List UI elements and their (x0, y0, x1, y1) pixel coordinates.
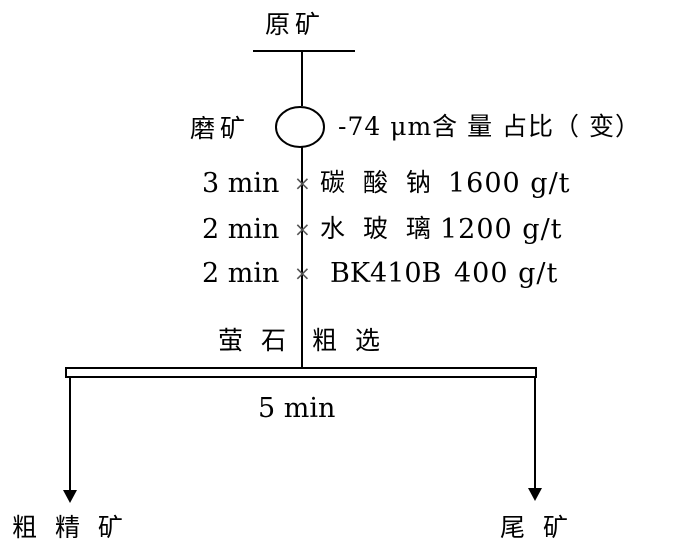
reagent-dose-3: 400 g/t (454, 258, 559, 289)
grinding-label: 磨矿 (190, 114, 251, 143)
grinding-condition: -74 μm含 量 占比（ 变） (338, 112, 642, 141)
grinding-mill-symbol (275, 106, 325, 148)
flotation-label-mineral: 萤 石 (218, 326, 291, 355)
reagent-time-3: 2 min (202, 258, 280, 289)
reagent-add-icon-3: × (294, 261, 311, 285)
reagent-time-1: 3 min (202, 168, 280, 199)
feed-label: 原矿 (265, 10, 326, 39)
flotation-cell (65, 367, 537, 378)
concentrate-arrowhead (63, 490, 77, 503)
tailings-arrowhead (528, 488, 542, 501)
reagent-name-3: BK410B (330, 258, 442, 289)
tailings-label: 尾 矿 (500, 513, 573, 542)
reagent-time-2: 2 min (202, 214, 280, 245)
reagent-name-2: 水 玻 璃 (320, 214, 436, 243)
reagent-dose-2: 1200 g/t (440, 214, 563, 245)
reagent-name-1: 碳 酸 钠 (320, 168, 436, 197)
reagent-add-icon-2: × (294, 217, 311, 241)
concentrate-label: 粗 精 矿 (12, 513, 128, 542)
flotation-time: 5 min (258, 393, 336, 424)
reagent-add-icon-1: × (294, 171, 311, 195)
flotation-label-stage: 粗 选 (312, 326, 385, 355)
reagent-dose-1: 1600 g/t (448, 168, 571, 199)
